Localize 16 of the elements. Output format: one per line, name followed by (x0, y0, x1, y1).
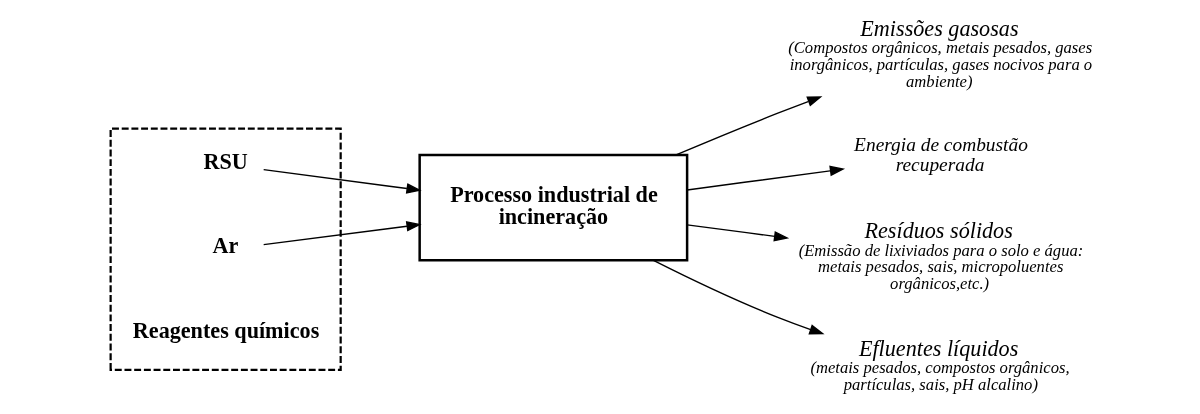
arrow (262, 221, 422, 246)
node-text: Efluentes líquidos (858, 335, 1018, 361)
node-text: Reagentes químicos (132, 317, 319, 343)
node-text: Emissões gasosas (859, 15, 1019, 41)
node-text: Ar (211, 233, 238, 259)
cluster (109, 127, 342, 371)
arrow (262, 168, 422, 194)
node-label: (Emissão de lixiviados para o solo e água: metais pesados, sais, micropoluentes orgânicos,etc.) (798, 240, 1083, 293)
node-text: RSU (202, 148, 248, 174)
arrow (674, 96, 822, 156)
node-text: Resíduos sólidos (863, 217, 1013, 243)
arrow (652, 259, 825, 335)
node-text: Energia de combustão recuperada (853, 134, 1028, 175)
arrow (685, 224, 789, 242)
node-box: Processo industrial de incineração (417, 153, 688, 262)
arrow (685, 165, 845, 191)
